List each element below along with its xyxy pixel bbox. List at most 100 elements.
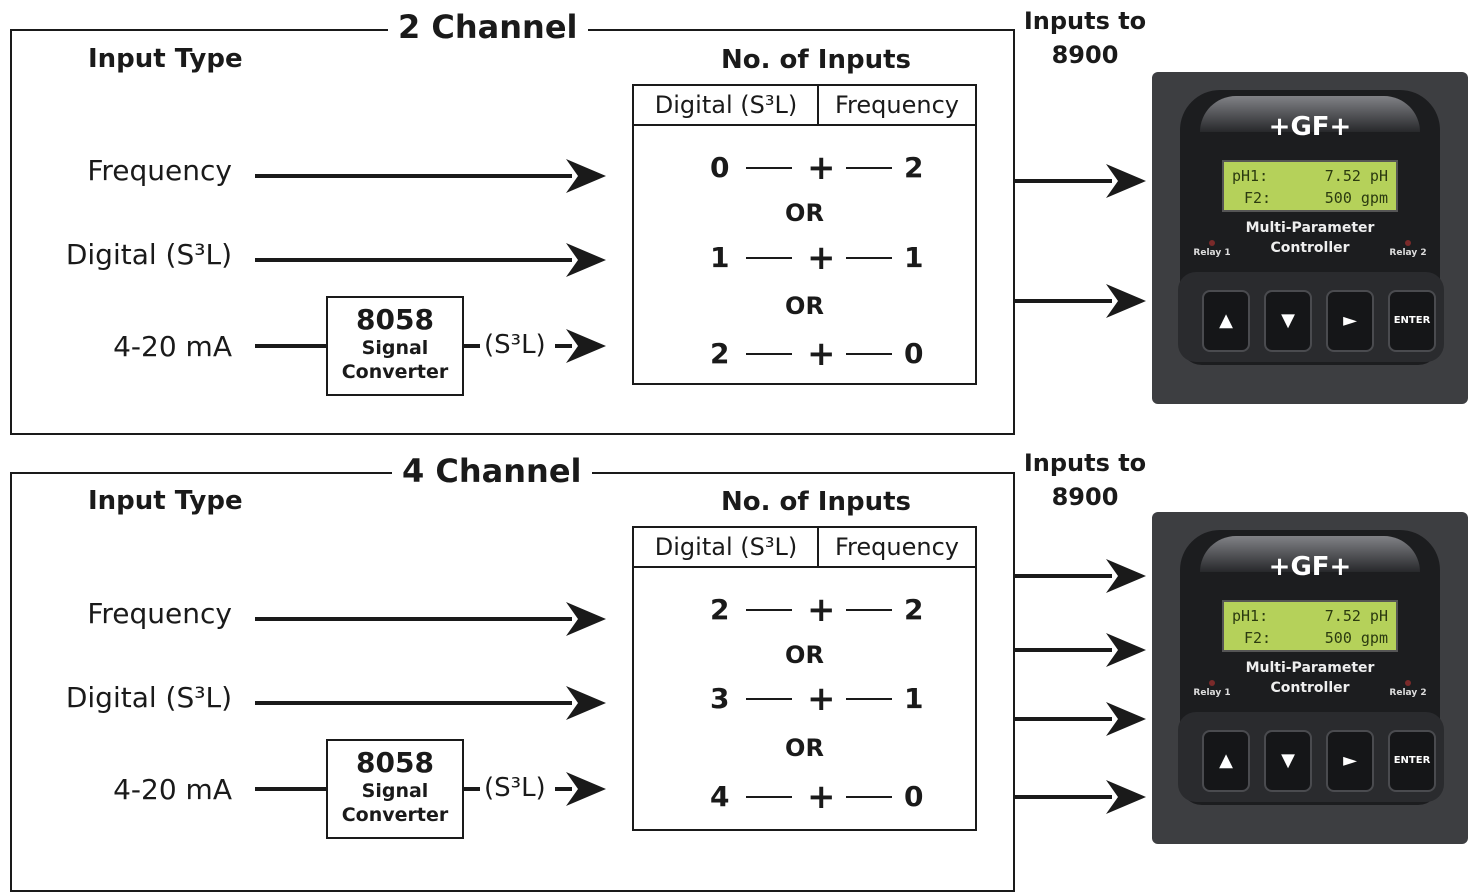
plus-icon: + [807, 777, 836, 817]
converter-line2: Converter [341, 361, 449, 383]
inputs-to-line1: Inputs to [1023, 7, 1147, 35]
combinations-table: Digital (S³L) Frequency 2 + 2 OR 3 + 1 O… [632, 526, 977, 831]
arrowhead-icon [1106, 780, 1146, 814]
relay-1-indicator: Relay 1 [1192, 680, 1232, 698]
led-icon [1405, 680, 1411, 686]
column-digital: Digital (S³L) [654, 533, 798, 561]
plus-icon: + [807, 679, 836, 719]
lcd-label: F2: [1244, 189, 1272, 207]
model-line1: Multi-Parameter [1245, 220, 1375, 236]
combination-row: 3 + 1 [634, 681, 975, 717]
arrowhead-icon [566, 686, 606, 720]
arrowhead-icon [1106, 284, 1146, 318]
converter-number: 8058 [356, 746, 434, 779]
connector-line [846, 698, 892, 700]
table-header-row: Digital (S³L) Frequency [634, 86, 975, 126]
right-key[interactable]: ► [1326, 290, 1374, 352]
connector-line [846, 353, 892, 355]
frequency-count: 2 [904, 151, 924, 184]
combination-row: 1 + 1 [634, 240, 975, 276]
relay-label: Relay 2 [1389, 688, 1427, 698]
connector-line [746, 167, 792, 169]
input-frequency-label: Frequency [87, 597, 232, 630]
connector-line [746, 698, 792, 700]
device-shine [1200, 536, 1420, 572]
frequency-count: 2 [904, 593, 924, 626]
connector-line [846, 796, 892, 798]
lcd-row: pH1: 7.52 pH [1232, 165, 1388, 187]
connector-line [746, 796, 792, 798]
input-frequency-label: Frequency [87, 154, 232, 187]
column-frequency: Frequency [835, 91, 959, 119]
model-label: Multi-Parameter Controller [1152, 658, 1468, 698]
right-key[interactable]: ► [1326, 730, 1374, 792]
digital-count: 3 [710, 682, 730, 715]
relay-label: Relay 2 [1389, 248, 1427, 258]
enter-key[interactable]: ENTER [1388, 730, 1436, 792]
plus-icon: + [807, 238, 836, 278]
lcd-label: F2: [1244, 629, 1272, 647]
input-4-20ma-label: 4-20 mA [113, 330, 232, 363]
brand-logo: +GF+ [1268, 112, 1352, 142]
combination-row: 2 + 0 [634, 336, 975, 372]
digital-count: 4 [710, 780, 730, 813]
plus-icon: + [807, 334, 836, 374]
no-of-inputs-header: No. of Inputs [721, 45, 911, 75]
or-label: OR [785, 292, 824, 320]
inputs-to-label: Inputs to 8900 [1020, 446, 1150, 514]
or-label: OR [785, 734, 824, 762]
inputs-to-line1: Inputs to [1023, 449, 1147, 477]
up-key[interactable]: ▲ [1202, 290, 1250, 352]
model-line2: Controller [1270, 680, 1350, 696]
lcd-value: 7.52 pH [1324, 607, 1388, 625]
input-4-20ma-label: 4-20 mA [113, 773, 232, 806]
converter-output-label: (S³L) [484, 330, 546, 360]
connector-line [846, 609, 892, 611]
up-key[interactable]: ▲ [1202, 730, 1250, 792]
relay-label: Relay 1 [1193, 248, 1231, 258]
connector-line [846, 257, 892, 259]
arrowhead-icon [566, 329, 606, 363]
lcd-row: F2: 500 gpm [1232, 627, 1388, 649]
controller-device: +GF+ pH1: 7.52 pH F2: 500 gpm Multi-Para… [1152, 72, 1468, 404]
frequency-count: 1 [904, 241, 924, 274]
input-digital-label: Digital (S³L) [65, 238, 232, 271]
combination-row: 4 + 0 [634, 779, 975, 815]
arrowhead-icon [566, 772, 606, 806]
column-divider [817, 86, 819, 124]
combinations-table: Digital (S³L) Frequency 0 + 2 OR 1 + 1 O… [632, 84, 977, 385]
model-line1: Multi-Parameter [1245, 660, 1375, 676]
inputs-to-line2: 8900 [1051, 41, 1119, 69]
lcd-value: 500 gpm [1324, 629, 1388, 647]
inputs-to-line2: 8900 [1051, 483, 1119, 511]
converter-line2: Converter [341, 804, 449, 826]
arrowhead-icon [566, 243, 606, 277]
arrowhead-icon [1106, 633, 1146, 667]
combination-row: 2 + 2 [634, 592, 975, 628]
converter-output-label: (S³L) [484, 773, 546, 803]
digital-count: 2 [710, 337, 730, 370]
lcd-value: 500 gpm [1324, 189, 1388, 207]
frequency-count: 1 [904, 682, 924, 715]
no-of-inputs-header: No. of Inputs [721, 487, 911, 517]
led-icon [1209, 240, 1215, 246]
lcd-row: pH1: 7.52 pH [1232, 605, 1388, 627]
lcd-display: pH1: 7.52 pH F2: 500 gpm [1222, 160, 1398, 212]
enter-key[interactable]: ENTER [1388, 290, 1436, 352]
inputs-to-label: Inputs to 8900 [1020, 4, 1150, 72]
controller-device: +GF+ pH1: 7.52 pH F2: 500 gpm Multi-Para… [1152, 512, 1468, 844]
table-header-row: Digital (S³L) Frequency [634, 528, 975, 568]
plus-icon: + [807, 590, 836, 630]
lcd-display: pH1: 7.52 pH F2: 500 gpm [1222, 600, 1398, 652]
model-label: Multi-Parameter Controller [1152, 218, 1468, 258]
brand-logo: +GF+ [1268, 552, 1352, 582]
down-key[interactable]: ▼ [1264, 730, 1312, 792]
down-key[interactable]: ▼ [1264, 290, 1312, 352]
column-digital: Digital (S³L) [654, 91, 798, 119]
converter-line1: Signal [361, 780, 429, 802]
device-shine [1200, 96, 1420, 132]
connector-line [746, 257, 792, 259]
led-icon [1209, 680, 1215, 686]
arrowhead-icon [1106, 164, 1146, 198]
